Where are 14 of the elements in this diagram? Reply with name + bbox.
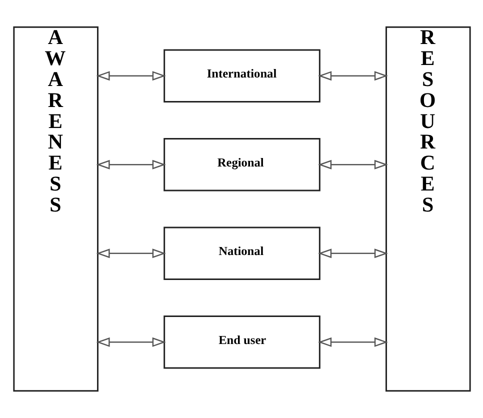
node-box: End user: [163, 316, 320, 369]
node-box: A W A R E N E S S: [12, 26, 98, 392]
arrow: [318, 71, 388, 81]
arrow: [96, 160, 166, 170]
node-box: National: [163, 226, 320, 280]
arrow: [96, 71, 166, 81]
arrow: [318, 337, 388, 347]
node-box: Regional: [163, 138, 320, 192]
arrow: [96, 248, 166, 258]
arrow: [318, 248, 388, 258]
arrow: [96, 337, 166, 347]
node-box: International: [163, 49, 320, 102]
node-box: R E S O U R C E S: [385, 26, 470, 392]
arrow: [318, 160, 388, 170]
